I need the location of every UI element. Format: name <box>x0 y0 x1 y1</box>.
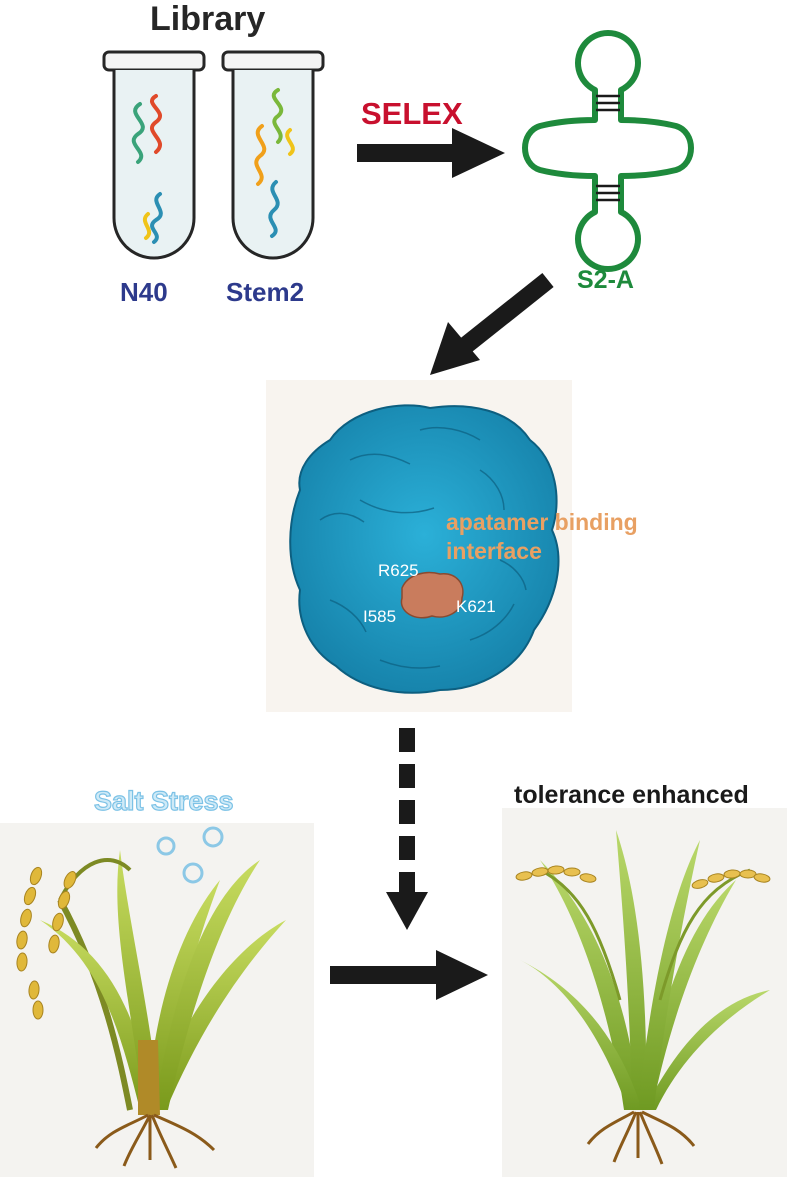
aptamer-base-pairs <box>596 94 620 202</box>
residue-label-k621: K621 <box>456 597 496 616</box>
rice-grains-left <box>16 866 77 1020</box>
dna-strand-yellow-2 <box>285 128 295 156</box>
rice-plant-healthy <box>520 830 770 1110</box>
protein-surface <box>289 404 560 694</box>
test-tube-stem2 <box>221 50 325 260</box>
rice-plant-stressed <box>40 850 286 1115</box>
roots-left <box>94 1113 216 1169</box>
dna-strand-orange <box>254 124 267 186</box>
selex-arrow <box>357 128 505 178</box>
aptamer-to-protein-arrow <box>430 272 554 375</box>
residue-label-i585: I585 <box>363 607 397 626</box>
residue-label-r625: R625 <box>378 561 419 580</box>
roots-right <box>586 1110 696 1165</box>
dna-strand-lime <box>271 88 284 144</box>
library-title: Library <box>150 0 266 38</box>
dna-strand-yellow <box>142 212 152 240</box>
binding-site-patch <box>400 571 464 619</box>
aptamer-label: S2-A <box>577 266 634 294</box>
dashed-down-arrow <box>386 728 428 930</box>
tolerance-enhanced-label: tolerance enhanced <box>514 781 749 809</box>
binding-interface-label-line2: interface <box>446 538 542 564</box>
dna-strand-blue <box>150 192 163 244</box>
dna-strand-green <box>131 102 145 164</box>
binding-interface-label-line1: apatamer binding <box>446 509 638 535</box>
salt-stress-label: Salt Stress <box>93 785 234 816</box>
aptamer-s2a-structure <box>522 29 694 273</box>
plant-transition-arrow <box>330 950 488 1000</box>
n40-label: N40 <box>120 277 168 307</box>
rice-grains-right <box>515 865 771 889</box>
selex-label: SELEX <box>361 96 463 131</box>
dna-strand-blue-2 <box>268 180 280 238</box>
left-plant-panel <box>0 823 314 1177</box>
salt-bubbles <box>156 826 224 884</box>
test-tube-n40 <box>102 50 206 260</box>
stem2-label: Stem2 <box>226 277 305 307</box>
dna-strand-red <box>150 94 162 154</box>
